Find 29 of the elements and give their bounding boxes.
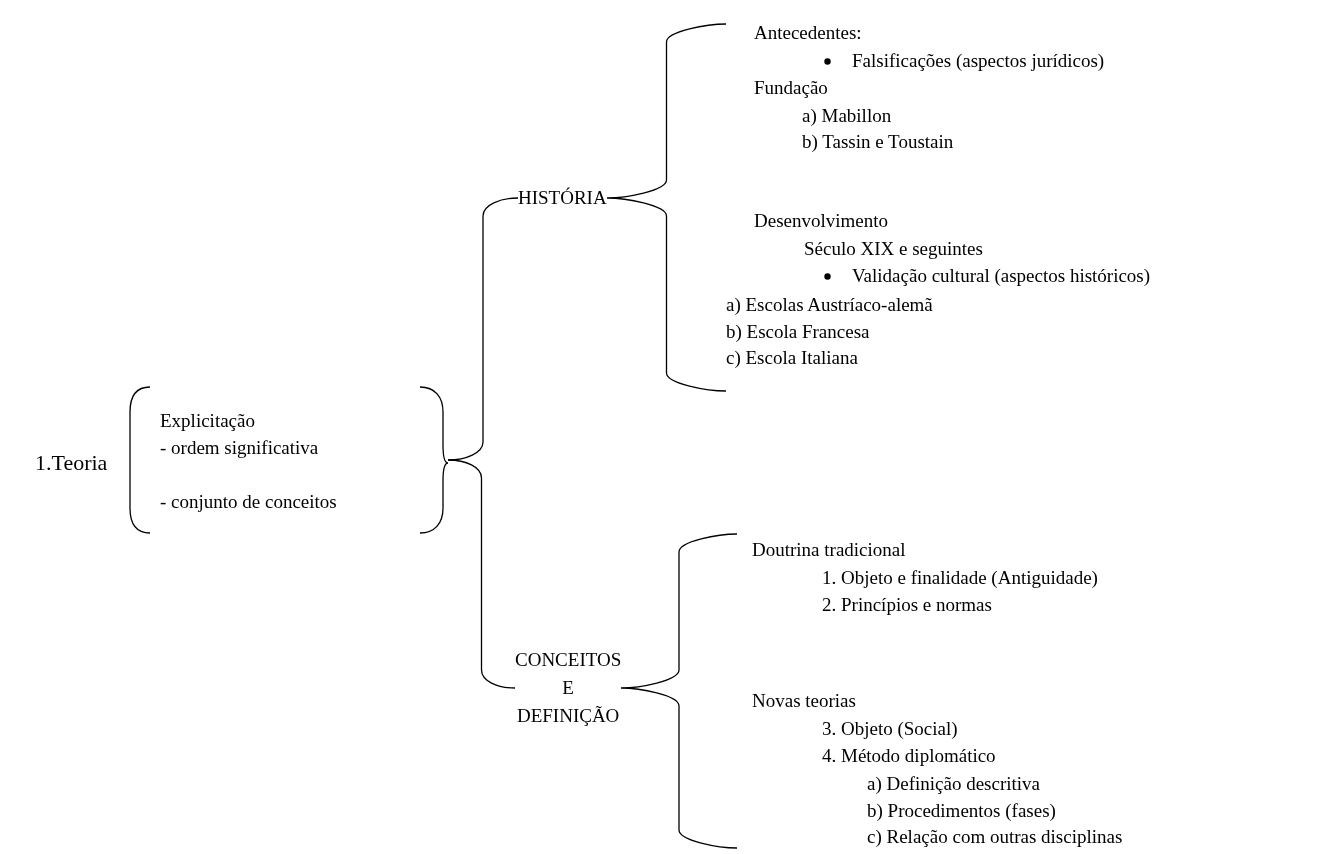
list-item-text: Novas teorias (752, 690, 856, 712)
list-item-text: Antecedentes: (754, 22, 862, 44)
list-item-text: 1. Objeto e finalidade (Antiguidade) (822, 567, 1098, 589)
brace-connector (606, 23, 727, 392)
list-item-text: 3. Objeto (Social) (822, 718, 958, 740)
item-text: - conjunto de conceitos (160, 491, 337, 513)
list-item-text: c) Relação com outras disciplinas (867, 826, 1123, 848)
list-item-text: Fundação (754, 77, 828, 99)
list-item-text: 4. Método diplomático (822, 745, 996, 767)
list-item-text: Doutrina tradicional (752, 539, 906, 561)
list-item-text: b) Escola Francesa (726, 321, 870, 343)
list-item-text: a) Mabillon (802, 105, 892, 127)
heading: 1.Teoria (35, 452, 108, 474)
list-item-text: a) Escolas Austríaco-alemã (726, 294, 933, 316)
list-item-text: Falsificações (aspectos jurídicos) (852, 50, 1105, 72)
list-item-text: Desenvolvimento (754, 210, 889, 232)
branch-label: HISTÓRIA (518, 186, 607, 210)
list-item-text: b) Procedimentos (fases) (867, 800, 1056, 822)
list-item-text: 2. Princípios e normas (822, 594, 992, 616)
branch-label: CONCEITOS E DEFINIÇÃO (515, 646, 622, 730)
brace-connector (620, 533, 738, 849)
list-item-text: Validação cultural (aspectos históricos) (852, 265, 1151, 287)
list-item-text: Século XIX e seguintes (804, 238, 983, 260)
item-text: - ordem significativa (160, 437, 319, 459)
list-item-text: a) Definição descritiva (867, 773, 1041, 795)
brace-connector (447, 459, 516, 689)
item-text: Explicitação (160, 410, 255, 432)
list-item-text: c) Escola Italiana (726, 347, 858, 369)
list-item-text: b) Tassin e Toustain (802, 131, 954, 153)
